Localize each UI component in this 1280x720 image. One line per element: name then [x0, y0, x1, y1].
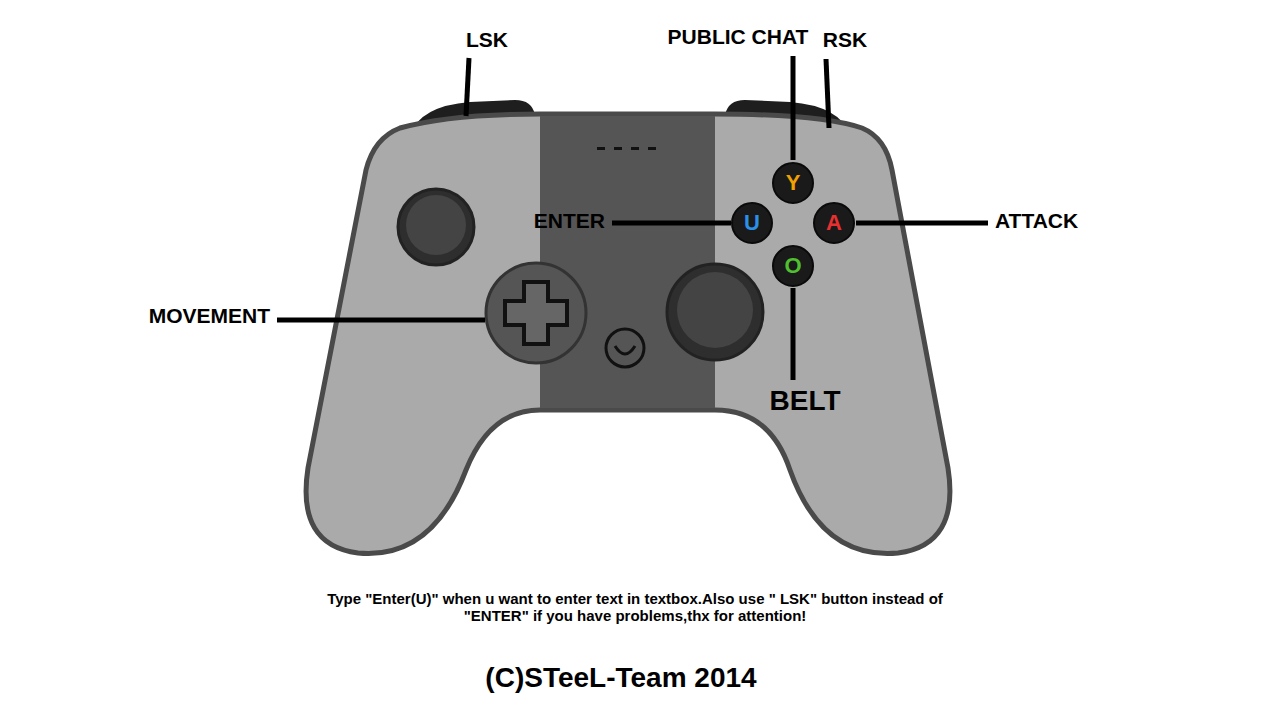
copyright-text: (C)STeeL-Team 2014: [485, 662, 756, 694]
leader-line: [277, 318, 485, 323]
right-stick: [667, 264, 763, 360]
leader-line: [612, 221, 731, 226]
part-label: ENTER: [534, 209, 605, 233]
controller-body: [306, 114, 950, 554]
left-stick: [398, 189, 474, 265]
status-dash: [614, 147, 622, 150]
leader-line: [826, 59, 829, 128]
status-dash: [648, 147, 656, 150]
leader-line: [466, 58, 469, 116]
part-label: LSK: [466, 28, 508, 52]
button-letter: Y: [786, 170, 801, 195]
centre-band: [540, 116, 715, 408]
button-letter: A: [826, 210, 842, 235]
dpad-well: [486, 263, 586, 363]
button-letter: U: [744, 210, 760, 235]
dpad-cross: [505, 282, 567, 344]
system-button: [606, 329, 644, 367]
face-button: [773, 163, 813, 203]
face-button: [814, 203, 854, 243]
leader-line: [791, 288, 796, 380]
leader-line: [791, 56, 796, 160]
part-label: ATTACK: [995, 209, 1078, 233]
status-dash: [597, 147, 605, 150]
leader-line: [856, 221, 988, 226]
left-stick-cap: [406, 195, 466, 255]
part-label: PUBLIC CHAT: [668, 25, 809, 49]
face-button: [732, 203, 772, 243]
status-dash: [631, 147, 639, 150]
part-label: MOVEMENT: [149, 304, 270, 328]
face-button: [773, 246, 813, 286]
right-stick-cap: [677, 272, 753, 348]
note-text: Type "Enter(U)" when u want to enter tex…: [315, 590, 955, 625]
system-button-mark: [615, 346, 635, 354]
part-label: RSK: [823, 28, 867, 52]
button-letter: O: [784, 253, 801, 278]
part-label: BELT: [769, 385, 840, 417]
